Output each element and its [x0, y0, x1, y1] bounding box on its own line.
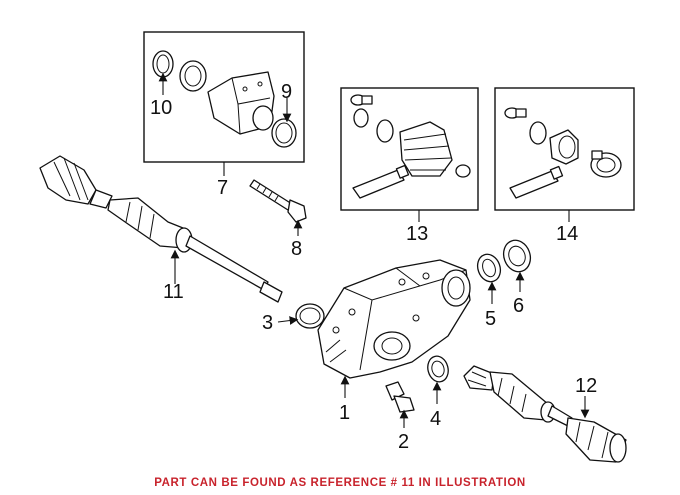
callout-14: 14 — [556, 223, 578, 245]
callout-6: 6 — [513, 295, 524, 317]
kit-box-14 — [494, 87, 635, 222]
drain-plug-2 — [385, 381, 415, 428]
axle-shaft-12 — [463, 365, 627, 463]
kit-box-7 — [143, 31, 305, 176]
kit-box-13 — [340, 87, 479, 222]
callout-1: 1 — [339, 402, 350, 424]
seal-4 — [427, 355, 449, 404]
seal-5 — [476, 253, 502, 304]
seal-6 — [502, 239, 532, 292]
reference-note: PART CAN BE FOUND AS REFERENCE # 11 IN I… — [154, 477, 526, 489]
callout-13: 13 — [406, 223, 428, 245]
callout-10: 10 — [150, 97, 172, 119]
axle-shaft-11 — [39, 155, 283, 303]
callout-9: 9 — [281, 81, 292, 103]
callout-11: 11 — [163, 281, 184, 303]
callout-8: 8 — [291, 238, 302, 260]
callout-4: 4 — [430, 408, 441, 430]
callout-2: 2 — [398, 431, 409, 453]
bolt-8 — [249, 179, 307, 236]
seal-3 — [277, 303, 325, 329]
callout-7: 7 — [217, 177, 228, 199]
callout-5: 5 — [485, 308, 496, 330]
callout-3: 3 — [262, 312, 273, 334]
callout-labels: 1 2 3 4 5 6 7 8 9 10 11 12 13 14 — [150, 81, 597, 453]
differential-1 — [317, 259, 471, 398]
callout-12: 12 — [575, 375, 597, 397]
